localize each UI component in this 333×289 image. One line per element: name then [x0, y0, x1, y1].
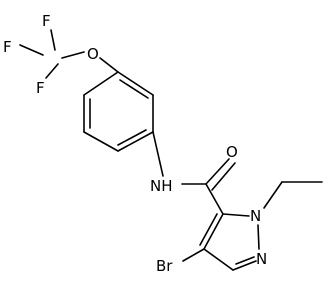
bond-n1-c5	[222, 213, 250, 217]
bond-c3-n2	[232, 260, 257, 271]
bond-ring-1-inner	[119, 79, 149, 99]
bond-carbonyl-o	[205, 158, 230, 185]
bond-c4-c3	[203, 248, 234, 271]
bond-ring-6	[83, 71, 119, 96]
bond-n1-ethyl	[263, 181, 283, 209]
bond-ring-1	[117, 71, 154, 96]
atom-fluorine-1: F	[3, 38, 12, 56]
bond-ring-4	[83, 131, 119, 152]
atom-fluorine-3: F	[36, 79, 45, 97]
atom-oxygen-carbonyl: O	[226, 143, 238, 161]
bond-o-ether-ring	[99, 57, 119, 73]
bond-c3-n2-inner	[235, 256, 255, 265]
atom-labels: F F F O O NH Br N N	[3, 12, 267, 275]
bond-c-o-ether	[61, 51, 85, 59]
atom-oxygen-ether: O	[87, 45, 99, 63]
bonds	[19, 29, 323, 271]
bond-carbonyl-c5	[205, 183, 224, 215]
bond-ring-3-inner	[117, 129, 147, 146]
bond-ring-3	[117, 131, 154, 152]
bond-carbonyl-o-double	[211, 162, 236, 191]
bond-f1-c	[19, 44, 44, 56]
bond-ring-nh	[152, 131, 164, 177]
atom-bromine: Br	[156, 257, 173, 275]
bond-n2-n1	[257, 224, 260, 250]
atom-nitrogen-1: N	[250, 207, 261, 225]
atom-nitrogen-2: N	[256, 250, 267, 268]
bond-f2-c	[50, 29, 56, 51]
bond-c5-c4-inner	[199, 213, 218, 246]
atom-nitrogen-amide: NH	[150, 177, 173, 195]
atom-fluorine-2: F	[42, 12, 51, 30]
bond-f3-c	[45, 63, 59, 79]
bond-c4-br	[182, 248, 205, 262]
bond-c5-c4	[203, 213, 224, 250]
